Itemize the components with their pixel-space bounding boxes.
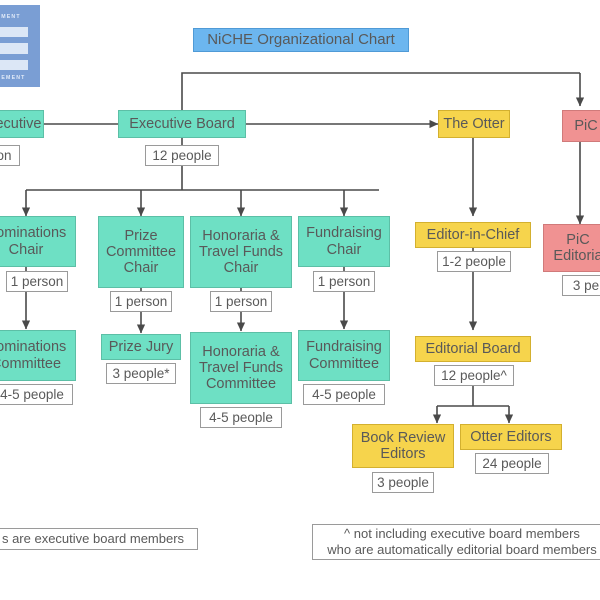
count-nominations-committee: 4-5 people [0, 384, 73, 405]
node-executive-board[interactable]: Executive Board [118, 110, 246, 138]
node-past-executive[interactable]: Executive [0, 110, 44, 138]
count-prize-committee-chair: 1 person [110, 291, 172, 312]
count-fundraising-chair: 1 person [313, 271, 375, 292]
node-honoraria-travel-chair[interactable]: Honoraria & Travel Funds Chair [190, 216, 292, 288]
count-editor-in-chief: 1-2 people [437, 251, 511, 272]
logo-bottom-text: NEMENT [0, 75, 26, 81]
node-pic-editorial[interactable]: PiC Editoria [543, 224, 600, 272]
node-honoraria-travel-committee[interactable]: Honoraria & Travel Funds Committee [190, 332, 292, 404]
count-pic-editorial: 3 pe [562, 275, 600, 296]
count-fundraising-committee: 4-5 people [303, 384, 385, 405]
count-book-review-editors: 3 people [372, 472, 434, 493]
node-editorial-board[interactable]: Editorial Board [415, 336, 531, 362]
count-nominations-chair: 1 person [6, 271, 68, 292]
node-nominations-committee[interactable]: Nominations Committee [0, 330, 76, 381]
footnote-right: ^ not including executive board members … [312, 524, 600, 560]
node-editor-in-chief[interactable]: Editor-in-Chief [415, 222, 531, 248]
node-the-otter[interactable]: The Otter [438, 110, 510, 138]
node-fundraising-chair[interactable]: Fundraising Chair [298, 216, 390, 267]
node-fundraising-committee[interactable]: Fundraising Committee [298, 330, 390, 381]
count-past-executive: on [0, 145, 20, 166]
count-executive-board: 12 people [145, 145, 219, 166]
count-editorial-board: 12 people^ [434, 365, 514, 386]
node-pic[interactable]: PiC [562, 110, 600, 142]
node-nominations-chair[interactable]: Nominations Chair [0, 216, 76, 267]
logo-bar-middle [0, 43, 28, 54]
count-otter-editors: 24 people [475, 453, 549, 474]
node-book-review-editors[interactable]: Book Review Editors [352, 424, 454, 468]
count-prize-jury: 3 people* [106, 363, 176, 384]
chart-title: NiCHE Organizational Chart [193, 28, 409, 52]
node-prize-committee-chair[interactable]: Prize Committee Chair [98, 216, 184, 288]
count-honoraria-travel-chair: 1 person [210, 291, 272, 312]
logo-top-text: MENT [1, 14, 21, 20]
logo-bar-top [0, 27, 28, 37]
node-otter-editors[interactable]: Otter Editors [460, 424, 562, 450]
niche-logo: MENT NEMENT [0, 5, 40, 87]
node-prize-jury[interactable]: Prize Jury [101, 334, 181, 360]
count-honoraria-travel-committee: 4-5 people [200, 407, 282, 428]
logo-bar-bottom [0, 60, 28, 70]
footnote-left: s are executive board members [0, 528, 198, 550]
